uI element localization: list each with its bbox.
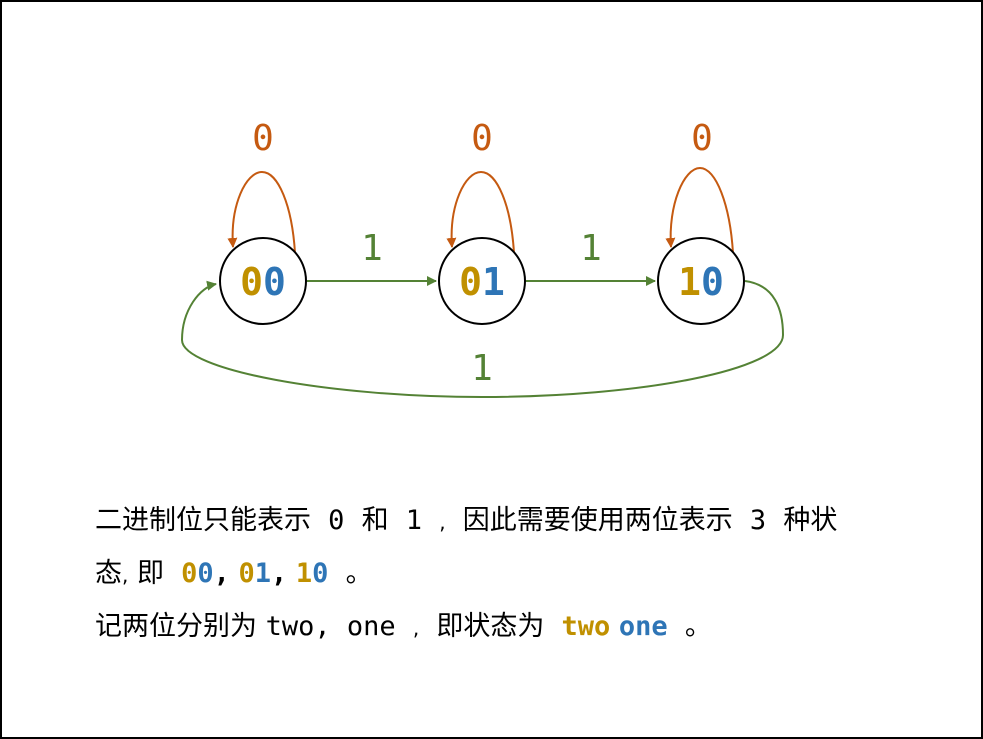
inline-state-01: 01 <box>238 558 272 589</box>
loop-label-00: 0 <box>252 118 274 159</box>
state-node-00 <box>219 237 307 325</box>
loop-label-01: 0 <box>471 118 493 159</box>
state-label-01: 01 <box>459 260 505 304</box>
loop-label-10: 0 <box>691 118 713 159</box>
inline-state-00: 00 <box>181 558 214 589</box>
state-label-00: 00 <box>240 260 286 304</box>
self-loop-01 <box>446 170 515 254</box>
explanation-text: 二进制位只能表示 0 和 1 , 因此需要使用两位表示 3 种状 态, 即 00… <box>95 498 837 657</box>
edge-label-10-00: 1 <box>471 348 493 389</box>
self-loop-00 <box>227 170 296 254</box>
explanation-line-3: 记两位分别为 two, one , 即状态为 two one 。 <box>95 611 712 642</box>
edge-label-01-10: 1 <box>580 228 602 269</box>
state-node-10 <box>657 237 745 325</box>
edge-10-to-00 <box>180 280 785 399</box>
edge-label-00-01: 1 <box>361 228 383 269</box>
explanation-line-1: 二进制位只能表示 0 和 1 , 因此需要使用两位表示 3 种状 <box>95 505 838 536</box>
state-label-10: 10 <box>678 260 724 304</box>
inline-two: two <box>561 611 611 642</box>
inline-state-10: 10 <box>295 558 329 589</box>
inline-one: one <box>618 611 668 642</box>
explanation-line-2: 态, 即 00, 01, 10 。 <box>95 558 373 589</box>
self-loop-10 <box>665 166 734 254</box>
state-node-01 <box>438 237 526 325</box>
